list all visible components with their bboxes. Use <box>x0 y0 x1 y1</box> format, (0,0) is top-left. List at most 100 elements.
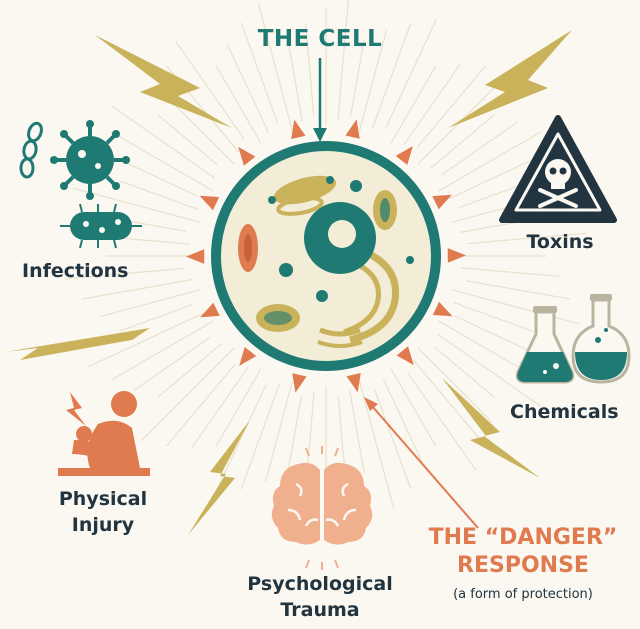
ray <box>287 395 302 473</box>
bacteria-icon <box>60 203 142 249</box>
label-psychological-trauma-line1: Psychological <box>247 573 393 595</box>
ray <box>191 367 249 449</box>
ray <box>119 304 193 332</box>
label-toxins: Toxins <box>526 231 594 253</box>
ray <box>215 65 262 144</box>
ray <box>264 381 293 483</box>
ray <box>451 289 580 325</box>
cell-spikes <box>186 119 466 393</box>
label-chemicals: Chemicals <box>510 401 619 423</box>
skull-warning-icon <box>499 115 617 223</box>
ray <box>287 39 303 123</box>
cell-spike <box>238 146 256 166</box>
danger-arrow <box>364 397 479 529</box>
lightning-bolt-icon <box>95 35 232 128</box>
lightning-bolt-icon <box>448 30 572 128</box>
ray <box>403 63 461 145</box>
ray <box>166 364 236 447</box>
ray <box>429 114 495 170</box>
ray <box>359 381 395 510</box>
ray <box>371 22 412 129</box>
cell-spike <box>346 372 361 393</box>
ray <box>133 336 211 391</box>
cell-icon <box>211 141 441 371</box>
lightning-bolt-icon <box>5 328 165 360</box>
cell-spike <box>186 249 205 264</box>
ray <box>157 342 223 398</box>
cell-spike <box>432 194 452 210</box>
ray <box>110 320 214 381</box>
ray <box>305 22 315 115</box>
label-physical-injury-line2: Injury <box>71 514 135 536</box>
ray <box>349 389 365 473</box>
label-psychological-trauma-line2: Trauma <box>280 599 360 621</box>
label-physical-injury: Physical Injury <box>40 486 166 538</box>
lightning-bolt-icon <box>442 378 540 478</box>
cell-spike <box>200 302 220 318</box>
ray <box>465 280 571 300</box>
danger-line2: RESPONSE <box>457 553 589 578</box>
danger-response-title: THE “DANGER” RESPONSE <box>418 524 628 580</box>
ray <box>467 232 588 245</box>
flask-icon <box>515 306 575 384</box>
person-injury-icon <box>58 391 150 476</box>
ray <box>140 347 235 442</box>
label-psychological-trauma: Psychological Trauma <box>230 571 410 623</box>
chain-bacteria-icon <box>19 121 43 179</box>
ray <box>382 379 426 469</box>
ray <box>214 384 267 494</box>
ray <box>81 279 193 300</box>
ray <box>350 39 365 117</box>
ray <box>226 43 270 133</box>
ray <box>157 114 218 166</box>
label-physical-injury-line1: Physical <box>58 488 148 510</box>
cell-spike <box>291 119 306 140</box>
ray <box>72 187 201 223</box>
lightning-bolt-icon <box>188 420 250 535</box>
cell-spike <box>447 248 466 263</box>
title-arrow <box>313 58 327 142</box>
danger-response-subtitle: (a form of protection) <box>453 587 593 602</box>
ray <box>240 383 281 490</box>
danger-line1: THE “DANGER” <box>428 525 618 550</box>
ray <box>438 131 542 192</box>
ray <box>434 346 495 398</box>
cell-spike <box>396 346 414 366</box>
ray <box>412 359 486 447</box>
ray <box>240 22 278 123</box>
brain-icon <box>271 446 373 570</box>
ray <box>337 0 349 121</box>
ray <box>257 2 293 131</box>
ray <box>113 156 198 197</box>
cell-spike <box>292 373 307 393</box>
ray <box>215 368 262 447</box>
cell-spike <box>395 146 413 165</box>
ray <box>64 267 185 280</box>
ray <box>441 121 519 176</box>
ray <box>374 389 412 490</box>
ray <box>110 131 214 192</box>
ray <box>99 289 201 318</box>
ray <box>454 315 539 356</box>
cell-title: THE CELL <box>257 26 383 52</box>
cell-spike <box>239 347 257 366</box>
label-infections: Infections <box>22 260 129 282</box>
ray <box>416 65 486 148</box>
ray <box>111 105 215 179</box>
ray <box>453 301 533 332</box>
cell-spike <box>345 119 360 139</box>
ray <box>175 41 246 141</box>
ray <box>461 267 560 277</box>
ray <box>385 18 438 128</box>
ray <box>417 347 492 422</box>
ray <box>437 333 541 407</box>
cell-spike <box>432 301 453 317</box>
cell-spike <box>199 195 220 211</box>
ray <box>119 180 199 211</box>
virus-icon <box>50 120 130 200</box>
ray <box>88 312 203 368</box>
flask-icon <box>571 294 631 384</box>
ray <box>390 65 437 144</box>
